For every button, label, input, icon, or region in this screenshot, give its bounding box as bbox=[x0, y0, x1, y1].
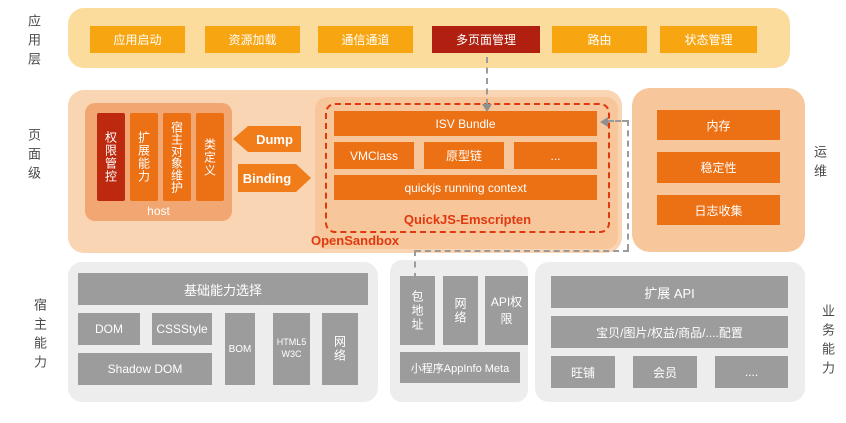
binding-arrow-icon: Binding bbox=[238, 164, 311, 192]
node-state-management: 状态管理 bbox=[660, 26, 757, 53]
app-layer-label: 应用层 bbox=[26, 14, 41, 71]
node-prototype-chain: 原型链 bbox=[424, 142, 504, 169]
node-base-capability-select: 基础能力选择 bbox=[78, 273, 368, 305]
opensandbox-container: ISV Bundle VMClass 原型链 ... quickjs runni… bbox=[311, 97, 618, 249]
arrow-left-icon bbox=[233, 126, 248, 152]
node-host-object-maintenance: 宿主对象维护 bbox=[163, 113, 191, 201]
host-box: 权限管控 扩展能力 宿主对象维护 类定义 host bbox=[85, 103, 232, 221]
node-resource-load: 资源加载 bbox=[205, 26, 300, 53]
quickjs-emscripten-label: QuickJS-Emscripten bbox=[403, 212, 532, 227]
node-class-definition: 类定义 bbox=[196, 113, 224, 201]
arrow-down-icon bbox=[482, 104, 492, 112]
node-member: 会员 bbox=[633, 356, 697, 388]
dump-arrow-icon: Dump bbox=[233, 126, 301, 152]
node-goods-config: 宝贝/图片/权益/商品/....配置 bbox=[551, 316, 788, 348]
binding-arrow-label: Binding bbox=[238, 164, 296, 192]
connector-multipage-to-isv bbox=[486, 57, 488, 105]
arrow-left-small-icon bbox=[600, 117, 608, 127]
node-shadow-dom: Shadow DOM bbox=[78, 353, 212, 385]
page-layer-label: 页面级 bbox=[26, 128, 41, 185]
node-cssstyle: CSSStyle bbox=[152, 313, 212, 345]
node-wangpu: 旺铺 bbox=[551, 356, 615, 388]
node-network-meta: 网络 bbox=[443, 276, 478, 345]
node-stability: 稳定性 bbox=[657, 152, 780, 183]
host-box-label: host bbox=[147, 204, 170, 218]
node-isv-bundle: ISV Bundle bbox=[334, 111, 597, 136]
node-vmclass: VMClass bbox=[334, 142, 414, 169]
base-capability-container: 基础能力选择 DOM CSSStyle Shadow DOM BOM HTML5… bbox=[68, 262, 378, 402]
node-log-collection: 日志收集 bbox=[657, 195, 780, 225]
connector-to-package-address bbox=[414, 250, 416, 279]
node-extension-api: 扩展 API bbox=[551, 276, 788, 308]
connector-isv-horizontal bbox=[608, 120, 628, 122]
node-html5-w3c: HTML5 W3C bbox=[273, 313, 310, 385]
node-ellipsis: ... bbox=[514, 142, 597, 169]
connector-bottom-horizontal bbox=[415, 250, 629, 252]
dump-arrow-label: Dump bbox=[248, 126, 301, 152]
node-api-permission: API权限 bbox=[485, 276, 528, 345]
appinfo-meta-container: 包地址 网络 API权限 小程序AppInfo Meta bbox=[390, 260, 528, 402]
ops-container: 内存 稳定性 日志收集 bbox=[632, 88, 805, 252]
app-layer-container: 应用启动 资源加载 通信通道 多页面管理 路由 状态管理 bbox=[68, 8, 790, 68]
business-capability-container: 扩展 API 宝贝/图片/权益/商品/....配置 旺铺 会员 .... bbox=[535, 262, 805, 402]
ops-label: 运维 bbox=[812, 145, 827, 183]
node-permission-control: 权限管控 bbox=[97, 113, 125, 201]
node-dom: DOM bbox=[78, 313, 140, 345]
node-memory: 内存 bbox=[657, 110, 780, 140]
quickjs-emscripten-box: ISV Bundle VMClass 原型链 ... quickjs runni… bbox=[325, 103, 610, 233]
host-layer-label: 宿主能力 bbox=[32, 298, 47, 374]
page-layer-container: 权限管控 扩展能力 宿主对象维护 类定义 host Dump Binding I… bbox=[68, 90, 622, 253]
biz-label: 业务能力 bbox=[820, 304, 835, 380]
node-bom: BOM bbox=[225, 313, 255, 385]
node-more-ellipsis: .... bbox=[715, 356, 788, 388]
node-quickjs-running-context: quickjs running context bbox=[334, 175, 597, 200]
connector-right-vertical bbox=[627, 120, 629, 250]
node-multipage-management: 多页面管理 bbox=[432, 26, 540, 53]
opensandbox-label: OpenSandbox bbox=[311, 233, 400, 248]
node-comm-channel: 通信通道 bbox=[318, 26, 413, 53]
node-package-address: 包地址 bbox=[400, 276, 435, 345]
node-app-start: 应用启动 bbox=[90, 26, 185, 53]
node-miniapp-appinfo-meta: 小程序AppInfo Meta bbox=[400, 352, 520, 383]
node-extension-capability: 扩展能力 bbox=[130, 113, 158, 201]
arrow-right-icon bbox=[296, 164, 311, 192]
node-network-base: 网络 bbox=[322, 313, 358, 385]
node-router: 路由 bbox=[552, 26, 647, 53]
